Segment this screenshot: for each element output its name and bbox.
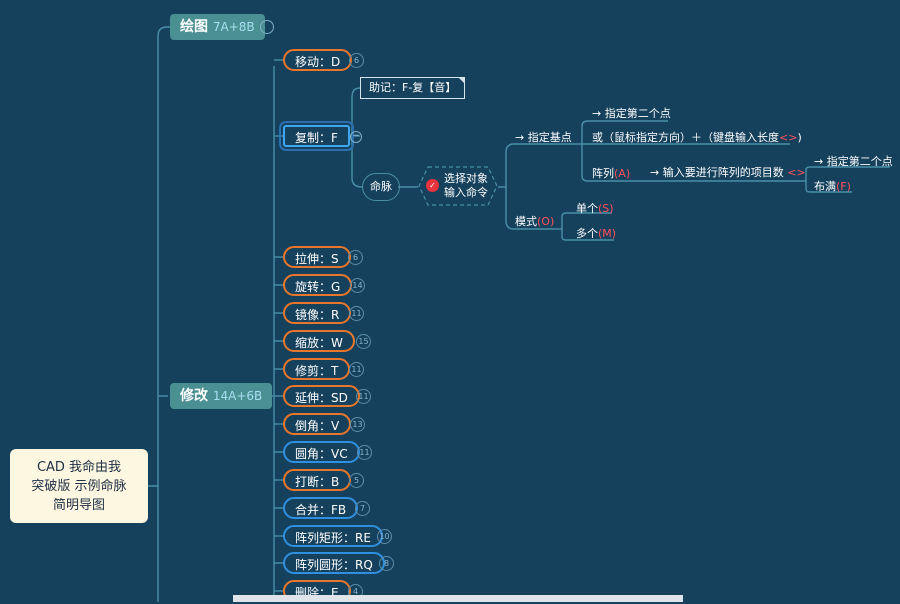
command-rotate[interactable]: 旋转：G xyxy=(283,274,353,296)
or-direction-node[interactable]: 或（鼠标指定方向）＋（键盘输入长度<>) xyxy=(592,129,802,145)
fill-node[interactable]: 布满(F) xyxy=(814,178,851,194)
horizontal-scrollbar[interactable] xyxy=(233,595,683,602)
command-scale-count: 15 xyxy=(356,334,371,349)
array-count-text: → 输入要进行阵列的项目数 xyxy=(650,166,784,179)
mingmai-node[interactable]: 命脉 xyxy=(362,173,400,201)
or-direction-text: 或（鼠标指定方向）＋（键盘输入长度 xyxy=(592,131,779,144)
command-trim-count: 11 xyxy=(349,362,364,377)
command-chamfer[interactable]: 倒角：V xyxy=(283,413,352,435)
branch-modify[interactable]: 修改 14A+6B xyxy=(170,383,273,409)
multiple-key: (M) xyxy=(598,227,617,240)
command-break[interactable]: 打断：B xyxy=(283,469,352,491)
branch-modify-count: 14A+6B xyxy=(212,389,263,403)
command-stretch[interactable]: 拉伸：S xyxy=(283,246,351,268)
command-rotate-count: 14 xyxy=(350,278,365,293)
mode-key: (O) xyxy=(537,215,555,228)
command-mirror-count: 11 xyxy=(349,306,364,321)
second-point-node[interactable]: → 指定第二个点 xyxy=(592,107,671,120)
command-array-polar-count: 8 xyxy=(379,556,394,571)
array-label: 阵列 xyxy=(592,167,614,180)
expand-draw-toggle[interactable] xyxy=(260,20,274,34)
single-key: (S) xyxy=(598,202,614,215)
command-move-count: 6 xyxy=(349,53,364,68)
array-node[interactable]: 阵列(A) xyxy=(592,165,630,181)
command-move[interactable]: 移动：D xyxy=(283,49,353,71)
command-extend[interactable]: 延伸：SD xyxy=(283,385,360,407)
mnemonic-note[interactable]: 助记：F-复【音】 xyxy=(360,77,466,99)
fill-key: (F) xyxy=(836,180,851,193)
command-array-polar[interactable]: 阵列圆形：RQ xyxy=(283,552,385,574)
command-array-rect-count: 10 xyxy=(377,529,392,544)
pin-icon: ✓ xyxy=(426,179,439,192)
command-array-rect[interactable]: 阵列矩形：RE xyxy=(283,525,383,547)
single-node[interactable]: 单个(S) xyxy=(576,200,614,216)
command-fillet-count: 11 xyxy=(357,445,372,460)
fill-label: 布满 xyxy=(814,180,836,193)
command-break-count: 5 xyxy=(349,473,364,488)
collapse-copy-toggle[interactable]: − xyxy=(350,131,362,143)
mode-node[interactable]: 模式(O) xyxy=(515,213,554,229)
root-line-3: 简明导图 xyxy=(52,497,105,513)
multiple-node[interactable]: 多个(M) xyxy=(576,225,616,241)
or-direction-close: ) xyxy=(797,131,802,144)
command-trim[interactable]: 修剪：T xyxy=(283,358,351,380)
array-second-point-node[interactable]: → 指定第二个点 xyxy=(814,155,893,168)
branch-draw-count: 7A+8B xyxy=(212,20,255,34)
branch-modify-label: 修改 xyxy=(180,388,208,404)
command-fillet[interactable]: 圆角：VC xyxy=(283,441,360,463)
single-label: 单个 xyxy=(576,202,598,215)
base-point-node[interactable]: → 指定基点 xyxy=(515,131,572,144)
array-count-node[interactable]: → 输入要进行阵列的项目数 <> xyxy=(650,164,806,180)
command-join-count: 7 xyxy=(355,501,370,516)
root-node[interactable]: CAD 我命由我 突破版 示例命脉 简明导图 xyxy=(10,449,148,523)
command-mirror[interactable]: 镜像：R xyxy=(283,302,352,324)
branch-draw[interactable]: 绘图 7A+8B xyxy=(170,14,265,40)
select-object-line-2: 输入命令 xyxy=(444,186,488,199)
root-line-1: CAD 我命由我 xyxy=(36,459,122,475)
hexagon-shape xyxy=(418,166,498,206)
command-scale[interactable]: 缩放：W xyxy=(283,330,355,352)
or-direction-key: <> xyxy=(779,131,798,144)
root-line-2: 突破版 示例命脉 xyxy=(31,478,127,494)
select-object-node[interactable]: ✓ 选择对象 输入命令 xyxy=(418,166,498,206)
mode-label: 模式 xyxy=(515,215,537,228)
multiple-label: 多个 xyxy=(576,227,598,240)
command-stretch-count: 6 xyxy=(348,250,363,265)
command-extend-count: 11 xyxy=(356,389,371,404)
command-join[interactable]: 合并：FB xyxy=(283,497,359,519)
array-key: (A) xyxy=(614,167,631,180)
array-count-key: <> xyxy=(787,166,806,179)
command-chamfer-count: 13 xyxy=(350,417,365,432)
branch-draw-label: 绘图 xyxy=(180,19,208,35)
command-copy[interactable]: 复制：F xyxy=(279,121,354,151)
select-object-line-1: 选择对象 xyxy=(444,172,488,185)
